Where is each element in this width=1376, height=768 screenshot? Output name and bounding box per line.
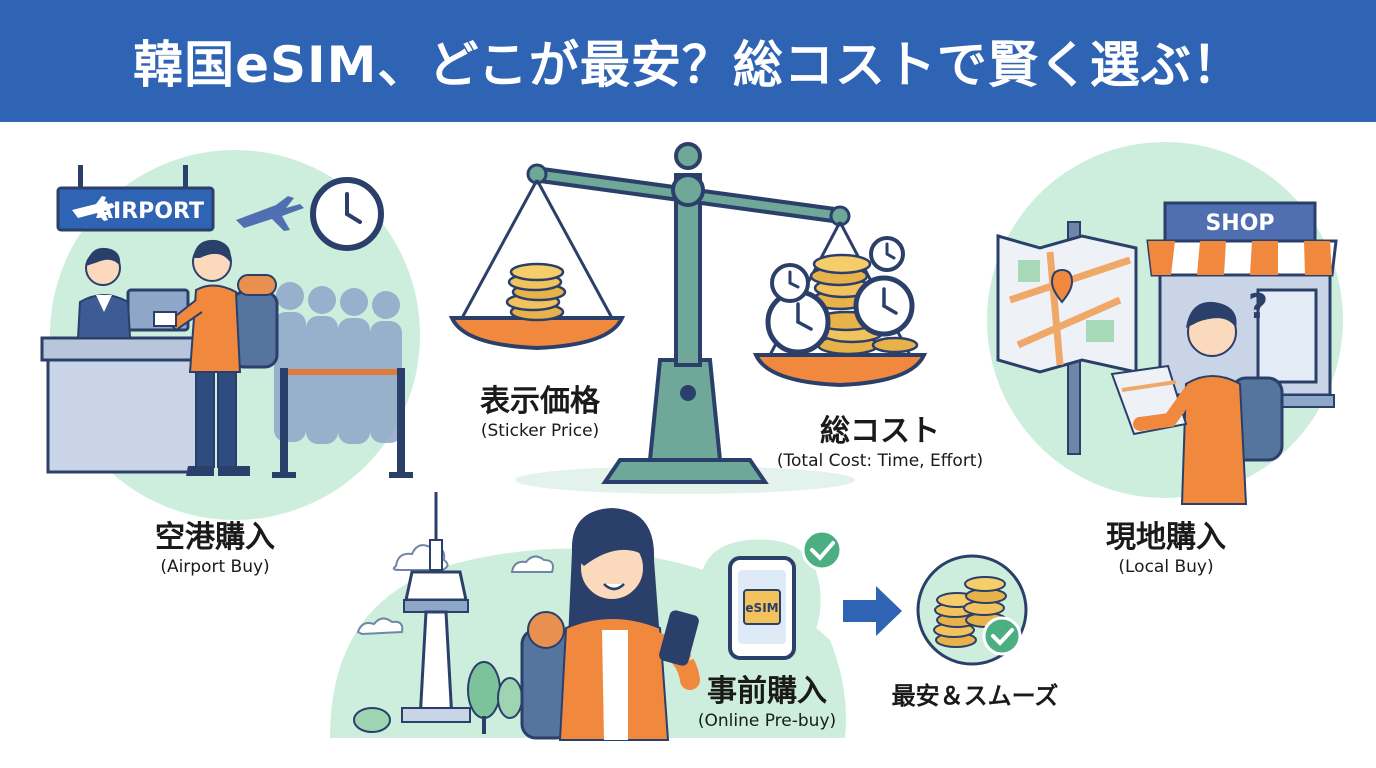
local-scene: SHOP ?	[987, 142, 1343, 505]
airport-buy-sub: (Airport Buy)	[160, 557, 270, 577]
queue-barrier	[272, 368, 413, 478]
online-buy-label: 事前購入 (Online Pre-buy)	[667, 674, 867, 732]
online-scene: eSIM	[330, 492, 1028, 741]
balance-scale	[448, 142, 928, 494]
clock-icon	[770, 263, 810, 303]
local-buy-label: 現地購入 (Local Buy)	[1066, 520, 1266, 578]
scale-base	[601, 458, 769, 484]
airport-staff	[76, 247, 132, 339]
airplane-icon	[72, 196, 115, 221]
airport-traveler	[153, 239, 279, 476]
total-cost-sub: (Total Cost: Time, Effort)	[776, 451, 984, 471]
confused-traveler	[1110, 301, 1284, 505]
small-coin-stack	[505, 262, 567, 322]
shop-sign	[1163, 201, 1317, 243]
cloud-icon	[356, 617, 404, 636]
airport-counter	[40, 288, 254, 474]
airport-buy-title: 空港購入	[155, 520, 275, 555]
cloud-icon	[510, 555, 554, 573]
esim-bubble	[689, 529, 843, 662]
total-cost-title: 総コスト	[820, 414, 940, 449]
flying-plane-icon	[236, 196, 304, 231]
savings-coins	[916, 554, 1028, 666]
airport-buy-label: 空港購入 (Airport Buy)	[115, 520, 315, 578]
trees	[353, 661, 523, 734]
airport-scene: AIRPORT	[40, 150, 420, 520]
arrow-right-icon	[843, 586, 902, 636]
check-icon	[982, 616, 1022, 656]
sticker-price-title: 表示価格	[480, 384, 600, 419]
esim-chip-label: eSIM	[745, 601, 778, 615]
title-banner: 韓国eSIM、どこが最安？総コストで賢く選ぶ！	[0, 0, 1376, 122]
waiting-queue	[274, 282, 402, 444]
best-result-label: 最安＆スムーズ	[870, 678, 1080, 714]
check-icon	[801, 529, 843, 571]
total-cost-label: 総コスト (Total Cost: Time, Effort)	[760, 414, 1000, 472]
right-pan	[752, 353, 928, 388]
local-buy-title: 現地購入	[1106, 520, 1226, 555]
airport-sign-text: AIRPORT	[96, 199, 204, 224]
online-buy-sub: (Online Pre-buy)	[697, 711, 837, 731]
online-buy-title: 事前購入	[707, 674, 827, 709]
best-result-text: 最安＆スムーズ	[891, 682, 1059, 710]
left-pan	[448, 316, 626, 351]
page-title: 韓国eSIM、どこが最安？総コストで賢く選ぶ！	[133, 36, 1243, 94]
local-buy-sub: (Local Buy)	[1118, 557, 1214, 577]
sim-chip-icon	[743, 589, 781, 625]
shop-building	[1139, 201, 1338, 408]
online-traveler	[520, 508, 700, 741]
clock-icon	[310, 177, 384, 251]
clock-icon	[853, 275, 915, 337]
airport-sign	[56, 186, 215, 232]
seoul-tower	[401, 492, 471, 723]
clock-icon	[869, 236, 905, 272]
map-board	[996, 221, 1138, 455]
sticker-price-label: 表示価格 (Sticker Price)	[440, 384, 640, 442]
sticker-price-sub: (Sticker Price)	[480, 421, 600, 441]
smartphone	[659, 610, 699, 666]
question-mark: ?	[1248, 287, 1268, 327]
map-pin-icon	[1050, 268, 1074, 304]
shop-sign-text: SHOP	[1205, 211, 1274, 236]
